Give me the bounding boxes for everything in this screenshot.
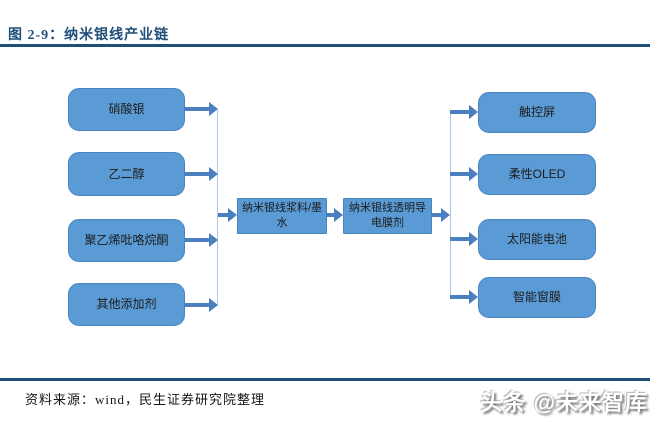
footer-divider-rule [0, 378, 650, 381]
input-node-silver-nitrate: 硝酸银 [68, 88, 185, 131]
process-node-nanosilver-paste-ink: 纳米银线浆料/墨水 [237, 198, 327, 234]
arrow-output-1 [450, 105, 478, 119]
arrow-input-3 [185, 233, 218, 247]
figure-title: 图 2-9：纳米银线产业链 [8, 28, 170, 43]
source-note: 资料来源：wind，民生证券研究院整理 [25, 392, 266, 407]
arrow-input-4 [185, 298, 218, 312]
arrow-to-paste-node [218, 208, 237, 222]
input-node-pvp: 聚乙烯吡咯烷酮 [68, 219, 185, 262]
arrow-input-1 [185, 102, 218, 116]
arrow-film-to-collector [432, 208, 450, 222]
arrow-paste-to-film [327, 208, 343, 222]
arrow-output-4 [450, 290, 478, 304]
input-node-other-additives: 其他添加剂 [68, 283, 185, 326]
application-node-flexible-oled: 柔性OLED [478, 154, 596, 195]
process-node-transparent-conductive-film: 纳米银线透明导电膜剂 [343, 198, 432, 234]
right-collector-line [450, 112, 451, 298]
arrow-output-2 [450, 167, 478, 181]
application-node-smart-window-film: 智能窗膜 [478, 277, 596, 318]
watermark-toutiao-weilaizhiku: 头条 @未来智库 [480, 390, 648, 415]
arrow-output-3 [450, 232, 478, 246]
application-node-solar-cell: 太阳能电池 [478, 219, 596, 260]
left-collector-line [217, 109, 218, 306]
application-node-touch-screen: 触控屏 [478, 92, 596, 133]
arrow-input-2 [185, 167, 218, 181]
input-node-ethylene-glycol: 乙二醇 [68, 152, 185, 196]
title-divider-rule [0, 44, 650, 47]
